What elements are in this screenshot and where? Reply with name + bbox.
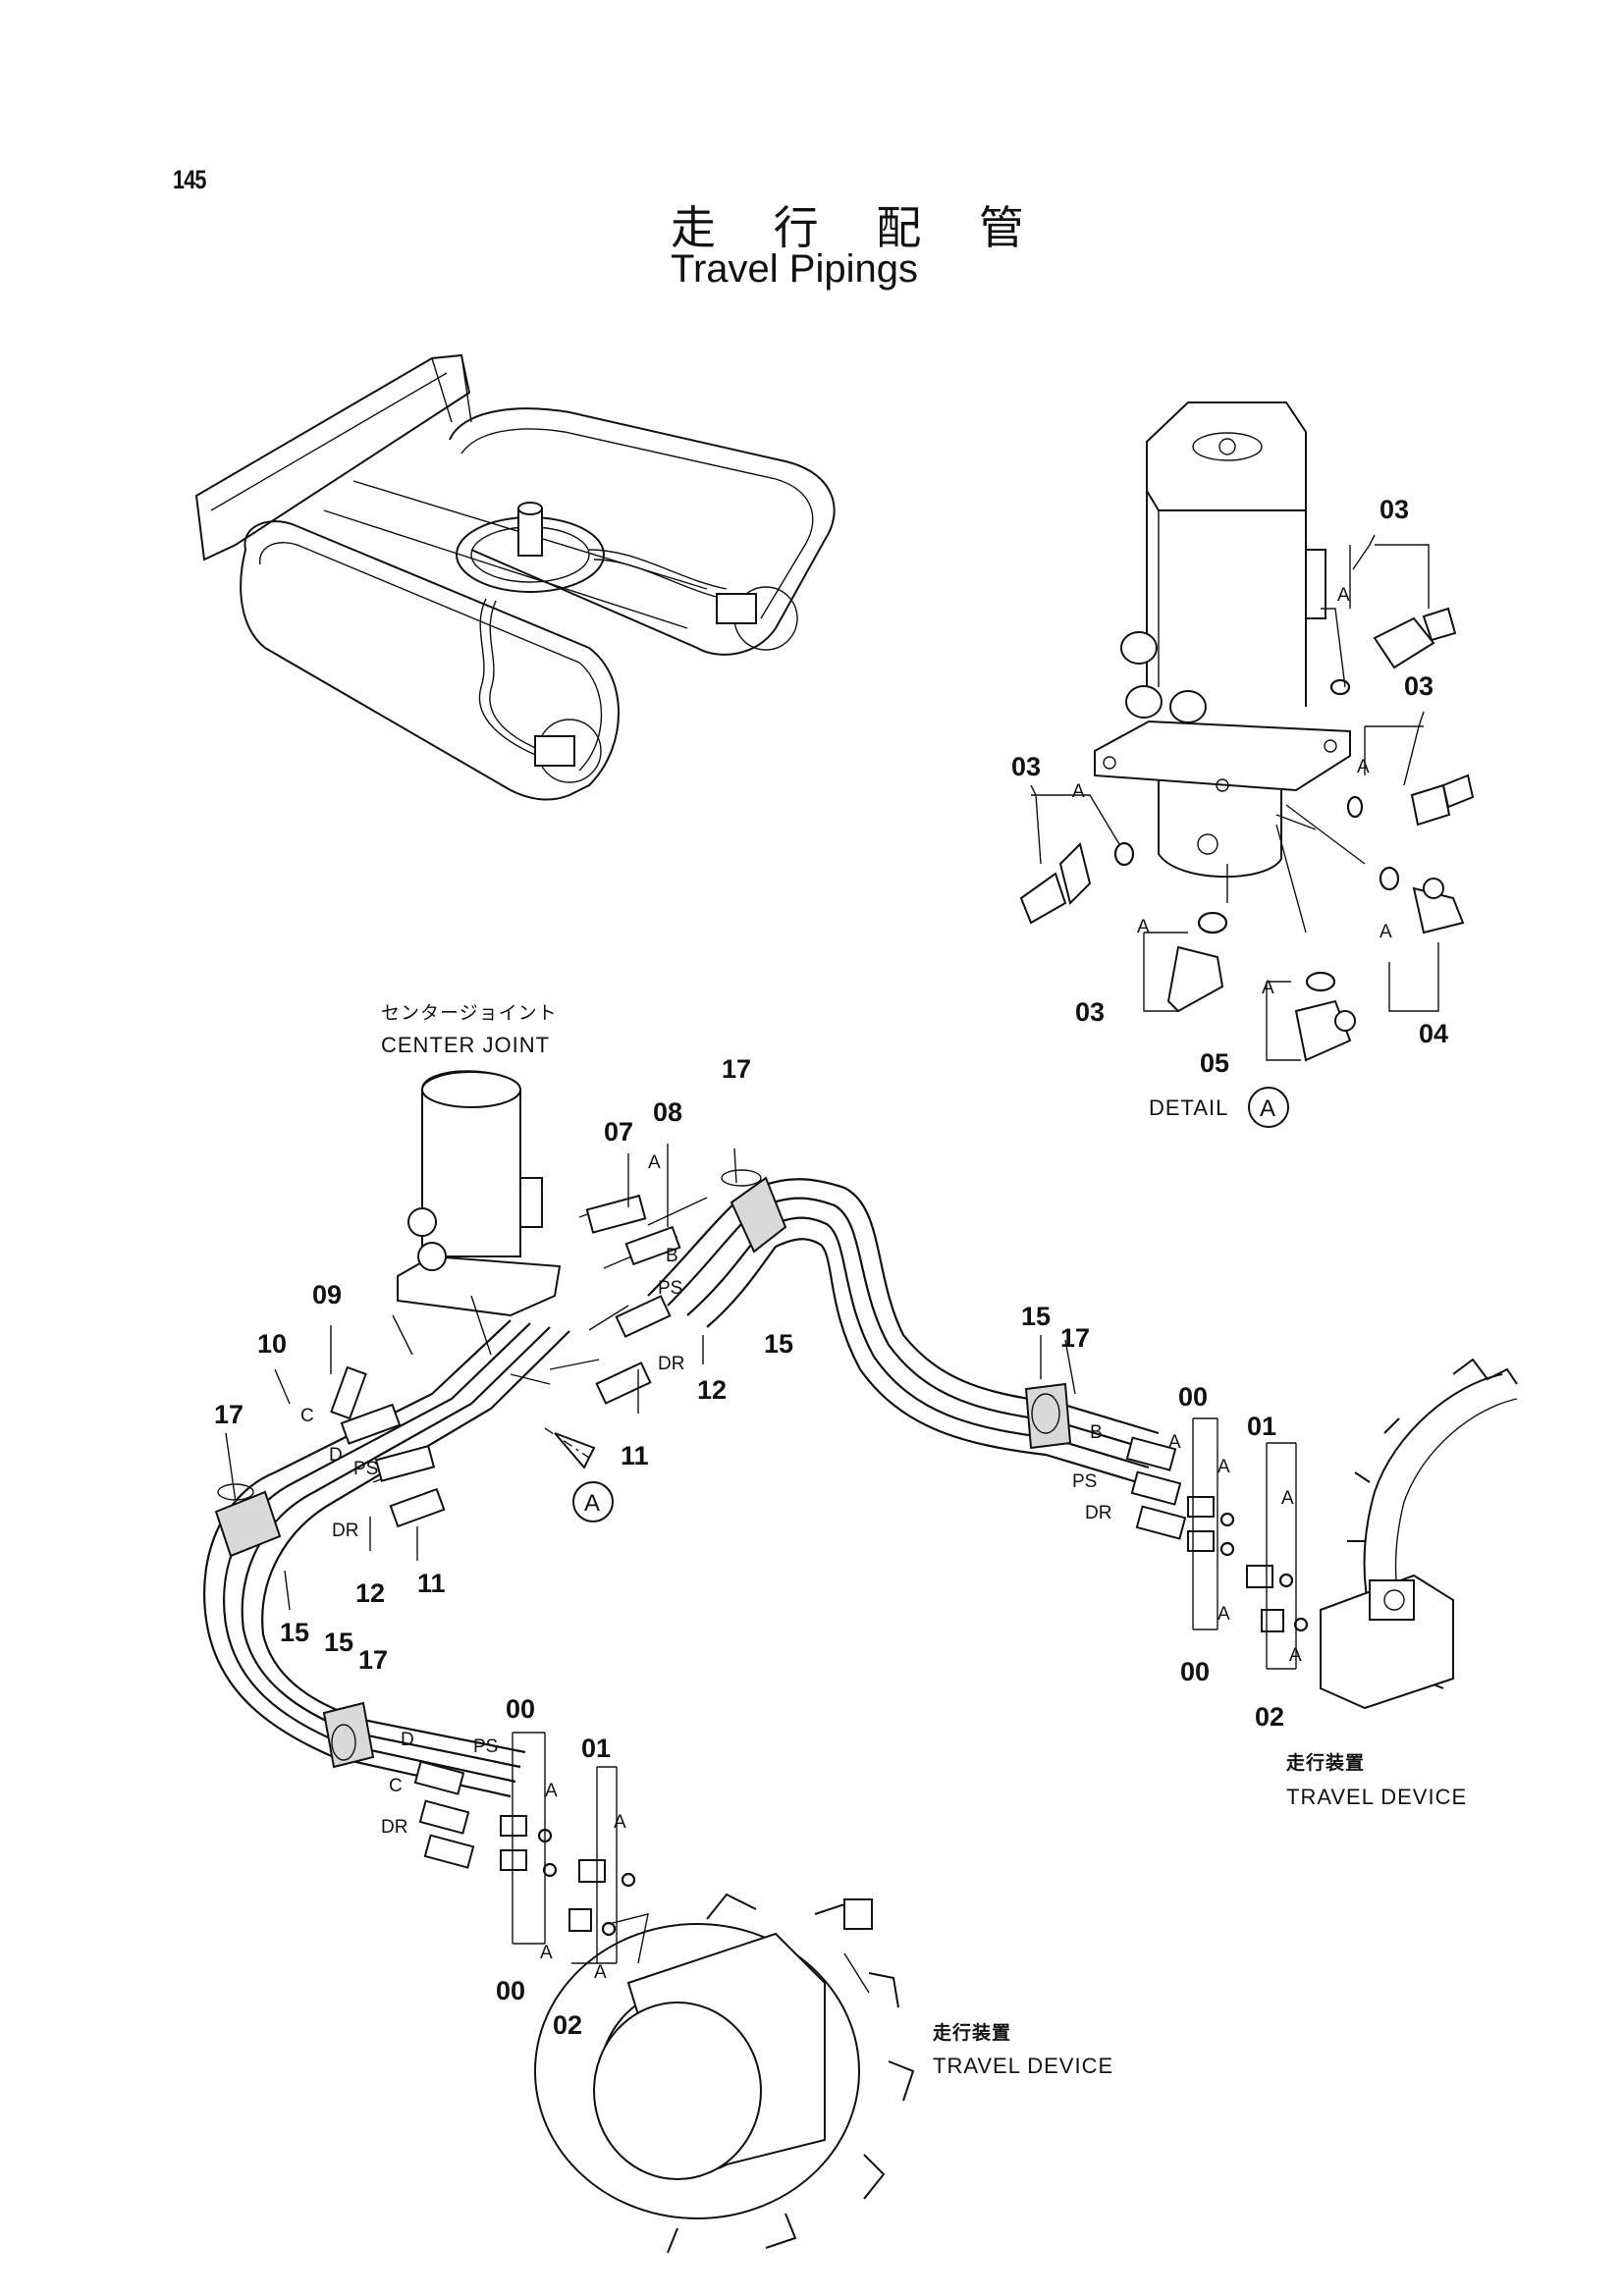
port-a-4: A <box>1137 917 1150 937</box>
label-11-a: 11 <box>621 1441 649 1470</box>
title-english: Travel Pipings <box>671 247 918 291</box>
detail-a-marker-letter: A <box>1260 1095 1276 1122</box>
label-09: 09 <box>312 1280 342 1309</box>
port-a-13: A <box>545 1781 558 1801</box>
part-number-labels: 03 03 03 03 04 05 07 08 17 09 10 17 15 1… <box>214 495 1448 2040</box>
label-08: 08 <box>653 1097 682 1127</box>
port-ps-4: PS <box>473 1736 498 1757</box>
label-03-d: 03 <box>1075 997 1105 1027</box>
port-a-12: A <box>1289 1645 1302 1666</box>
label-00-d: 00 <box>496 1976 525 2005</box>
port-a-7: A <box>648 1152 661 1173</box>
label-07: 07 <box>604 1117 633 1147</box>
captions: センタージョイント CENTER JOINT DETAIL A A 走行装置 T… <box>381 1002 1467 2078</box>
detail-a-marker-circle <box>1248 1087 1289 1128</box>
travel-device-right-caption-en: TRAVEL DEVICE <box>1286 1785 1467 1809</box>
travel-device-right-caption-jp: 走行装置 <box>1286 1751 1365 1774</box>
port-dr-4: DR <box>381 1817 407 1838</box>
label-00-c: 00 <box>506 1694 535 1724</box>
label-15-c: 15 <box>1021 1302 1051 1331</box>
title-japanese: 走 行 配 管 <box>671 201 1046 254</box>
label-11-b: 11 <box>417 1569 446 1598</box>
port-a-9: A <box>1217 1457 1230 1477</box>
port-a-5: A <box>1380 922 1392 942</box>
port-a-11: A <box>1217 1604 1230 1625</box>
label-12-a: 12 <box>697 1375 727 1405</box>
label-03-c: 03 <box>1011 752 1041 781</box>
label-02-b: 02 <box>553 2010 582 2040</box>
port-a-8: A <box>1168 1432 1181 1453</box>
port-dr-3: DR <box>1085 1503 1111 1523</box>
center-joint-caption-en: CENTER JOINT <box>381 1033 550 1057</box>
travel-device-bottom-caption-jp: 走行装置 <box>933 2021 1011 2044</box>
label-10: 10 <box>257 1329 287 1359</box>
port-dr-2: DR <box>332 1521 358 1541</box>
port-a-16: A <box>594 1962 607 1983</box>
port-b-2: B <box>1090 1422 1103 1443</box>
label-04: 04 <box>1419 1019 1448 1048</box>
view-a-marker-circle <box>572 1481 614 1522</box>
hose-bundle <box>203 1178 1160 1798</box>
label-01-b: 01 <box>581 1734 611 1763</box>
travel-device-bottom-illustration <box>534 1893 915 2254</box>
label-15-d: 15 <box>324 1628 353 1657</box>
label-17-b: 17 <box>214 1400 243 1429</box>
hose-end-fittings <box>330 1194 1309 1937</box>
port-c-1: C <box>300 1406 314 1426</box>
page-number: 145 <box>173 165 206 194</box>
port-a-3: A <box>1072 781 1085 802</box>
label-03-a: 03 <box>1380 495 1409 524</box>
label-12-b: 12 <box>355 1578 385 1608</box>
leader-lines <box>225 534 1439 1964</box>
port-a-14: A <box>614 1812 626 1833</box>
port-a-15: A <box>540 1943 553 1963</box>
center-joint-illustration <box>397 1070 562 1317</box>
port-ps-1: PS <box>658 1278 682 1299</box>
center-joint-caption-jp: センタージョイント <box>381 1002 558 1024</box>
port-dr-1: DR <box>658 1354 684 1374</box>
port-a-1: A <box>1337 585 1350 606</box>
port-labels: A A A A A A A B PS DR C D PS DR B A PS D… <box>300 585 1392 1983</box>
label-00-a: 00 <box>1178 1382 1208 1412</box>
detail-a-center-joint-illustration <box>1019 401 1475 1062</box>
label-00-b: 00 <box>1180 1657 1210 1686</box>
detail-a-caption: DETAIL <box>1149 1095 1228 1120</box>
port-b-1: B <box>666 1246 678 1266</box>
undercarriage-overview-illustration <box>194 353 836 801</box>
port-d-1: D <box>329 1445 343 1466</box>
view-a-marker-letter: A <box>584 1490 601 1517</box>
label-01-a: 01 <box>1247 1412 1276 1441</box>
port-a-6: A <box>1262 978 1274 998</box>
port-c-2: C <box>389 1776 403 1796</box>
port-ps-2: PS <box>353 1459 378 1479</box>
label-17-a: 17 <box>722 1054 751 1084</box>
label-17-d: 17 <box>358 1645 388 1675</box>
port-d-2: D <box>401 1730 414 1750</box>
label-17-c: 17 <box>1060 1323 1090 1353</box>
port-ps-3: PS <box>1072 1471 1097 1492</box>
label-15-b: 15 <box>280 1618 309 1647</box>
label-05: 05 <box>1200 1048 1229 1078</box>
label-15-a: 15 <box>764 1329 793 1359</box>
port-a-10: A <box>1281 1488 1294 1509</box>
port-a-2: A <box>1357 757 1370 777</box>
label-03-b: 03 <box>1404 671 1434 701</box>
travel-device-right-illustration <box>1320 1358 1518 1710</box>
label-02-a: 02 <box>1255 1702 1284 1732</box>
hose-clamps <box>214 1169 1072 1769</box>
travel-device-bottom-caption-en: TRAVEL DEVICE <box>933 2054 1113 2078</box>
